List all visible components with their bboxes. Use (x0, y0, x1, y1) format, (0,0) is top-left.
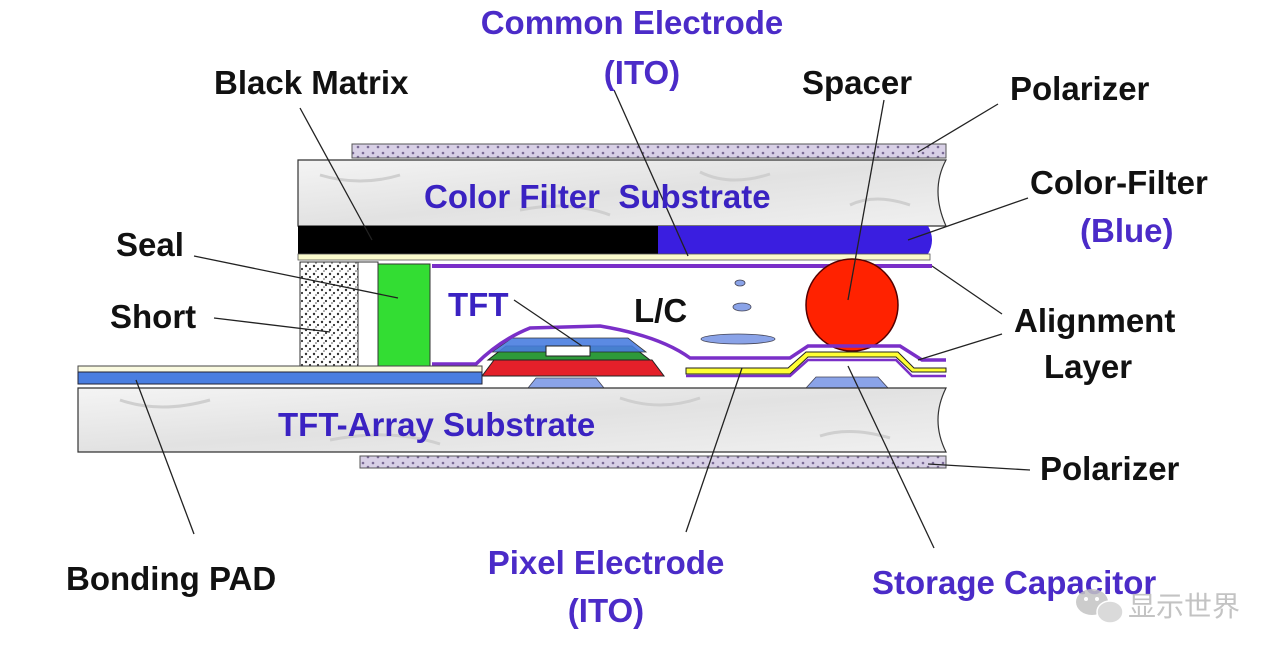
common-electrode-layer (297, 253, 931, 261)
top-polarizer (351, 143, 947, 159)
tft-array-substrate (77, 387, 947, 453)
bottom-polarizer (359, 455, 947, 469)
leader-bonding-pad (135, 379, 195, 535)
label-common-electrode-ito: (ITO) (604, 54, 680, 91)
alignment-layer-tft (432, 324, 946, 366)
leader-storage-capacitor (847, 365, 935, 549)
substrate-texture (319, 170, 911, 217)
watermark-text: 显示世界 (1128, 590, 1240, 623)
leader-black-matrix (299, 107, 373, 241)
seal-border (357, 261, 379, 367)
storage-bump (805, 376, 889, 389)
label-color-filter: Color-Filter (1030, 164, 1208, 201)
leader-pixel-electrode (685, 367, 743, 533)
tft-layer-red (481, 359, 665, 377)
pixel-electrode (685, 351, 947, 375)
label-polarizer-bottom: Polarizer (1040, 450, 1180, 487)
leader-polarizer-top (917, 103, 999, 153)
label-pixel-electrode: Pixel Electrode (488, 544, 725, 581)
label-short: Short (110, 298, 196, 335)
lc-molecule-2 (732, 302, 752, 312)
wechat-icon (1076, 589, 1124, 624)
bonding-pad (77, 371, 483, 385)
label-spacer: Spacer (802, 64, 912, 101)
label-tft-array-substrate: TFT-Array Substrate (278, 406, 595, 443)
label-black-matrix: Black Matrix (214, 64, 409, 101)
alignment-layer-bottom-right (686, 358, 946, 378)
gate-bump (527, 377, 605, 389)
spacer-ball (805, 258, 899, 352)
leader-seal (193, 255, 399, 299)
array-texture (119, 396, 891, 446)
label-tft: TFT (448, 286, 508, 323)
leader-common-electrode (613, 89, 689, 257)
leader-alignment-top (931, 265, 1003, 315)
leader-tft (513, 299, 583, 347)
color-filter-blue (658, 226, 932, 254)
color-filter-substrate (297, 159, 947, 227)
label-storage-capacitor: Storage Capacitor (872, 564, 1156, 601)
label-polarizer-top: Polarizer (1010, 70, 1150, 107)
label-common-electrode: Common Electrode (481, 4, 784, 41)
leader-color-filter (907, 197, 1029, 241)
label-bonding-pad: Bonding PAD (66, 560, 276, 597)
label-pixel-electrode-ito: (ITO) (568, 592, 644, 629)
label-seal: Seal (116, 226, 184, 263)
leader-alignment-bottom (917, 333, 1003, 361)
label-alignment: Alignment (1014, 302, 1175, 339)
leader-spacer (847, 99, 885, 301)
tft-contact (545, 345, 591, 357)
wechat-watermark: 显示世界 (1076, 589, 1240, 624)
seal (377, 263, 431, 367)
label-lc: L/C (634, 292, 687, 329)
label-color-filter-blue: (Blue) (1080, 212, 1174, 249)
leader-polarizer-bottom (927, 463, 1031, 471)
bonding-pad-cover (77, 365, 483, 373)
leader-short (213, 317, 331, 333)
label-alignment-layer: Layer (1044, 348, 1132, 385)
tft-layer-blue (490, 337, 648, 353)
lc-molecule-3 (700, 333, 776, 345)
seal-short (299, 261, 359, 367)
lc-molecule-1 (734, 279, 746, 287)
label-color-filter-substrate: Color Filter Substrate (424, 178, 771, 215)
black-matrix (298, 226, 658, 254)
